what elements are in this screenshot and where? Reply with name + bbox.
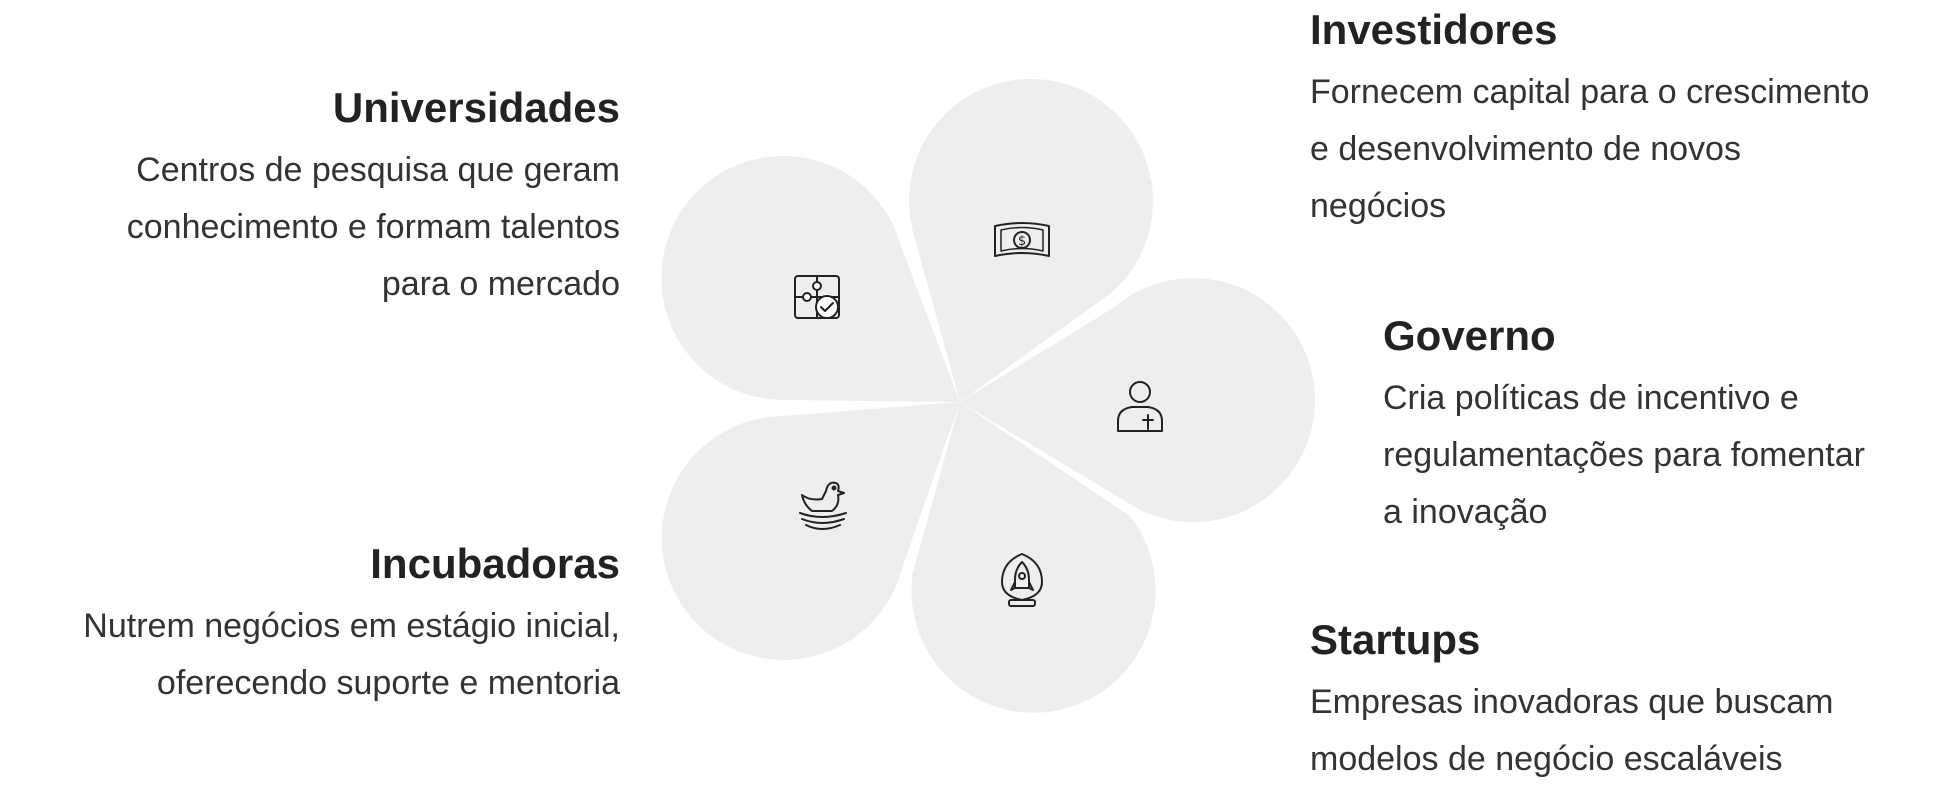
description-line: Centros de pesquisa que geram xyxy=(136,151,620,189)
nest-bird-icon xyxy=(799,481,847,530)
stakeholder-description: Nutrem negócios em estágio inicial, ofer… xyxy=(0,598,620,712)
description-line: regulamentações para fomentar xyxy=(1383,436,1865,474)
stakeholder-universidades: Universidades Centros de pesquisa que ge… xyxy=(0,84,620,313)
description-line: negócios xyxy=(1310,187,1447,225)
description-line: modelos de negócio escaláveis xyxy=(1310,740,1783,778)
puzzle-check-icon xyxy=(794,275,840,319)
stakeholder-title: Incubadoras xyxy=(370,540,620,587)
description-line: a inovação xyxy=(1383,493,1548,531)
stakeholder-startups: Startups Empresas inovadoras que buscam … xyxy=(1310,616,1950,788)
stakeholder-description: Fornecem capital para o crescimento e de… xyxy=(1310,64,1950,235)
svg-text:$: $ xyxy=(1018,234,1026,249)
stakeholder-title: Governo xyxy=(1383,312,1556,359)
description-line: Empresas inovadoras que buscam xyxy=(1310,683,1834,721)
stakeholder-description: Centros de pesquisa que geram conhecimen… xyxy=(0,142,620,313)
rocket-icon xyxy=(1001,553,1043,607)
petal-incubadoras xyxy=(661,402,960,660)
description-line: conhecimento e formam talentos xyxy=(126,208,620,246)
stakeholder-investidores: Investidores Fornecem capital para o cre… xyxy=(1310,6,1950,235)
petal-governo xyxy=(960,278,1316,523)
description-line: oferecendo suporte e mentoria xyxy=(156,664,620,702)
stakeholder-title: Universidades xyxy=(332,84,620,131)
stakeholder-description: Empresas inovadoras que buscam modelos d… xyxy=(1310,674,1950,788)
stakeholder-description: Cria políticas de incentivo e regulament… xyxy=(1383,370,1943,541)
official-person-icon xyxy=(1117,381,1163,432)
stakeholder-title: Investidores xyxy=(1310,6,1558,53)
stakeholder-incubadoras: Incubadoras Nutrem negócios em estágio i… xyxy=(0,540,620,712)
description-line: para o mercado xyxy=(381,265,620,303)
description-line: Cria políticas de incentivo e xyxy=(1383,379,1799,417)
description-line: Fornecem capital para o crescimento xyxy=(1310,73,1870,111)
banknote-icon: $ xyxy=(994,222,1050,257)
petal-startups xyxy=(911,402,1156,713)
petal-universidades xyxy=(661,156,960,402)
stakeholder-governo: Governo Cria políticas de incentivo e re… xyxy=(1383,312,1943,541)
description-line: Nutrem negócios em estágio inicial, xyxy=(83,607,620,645)
stakeholder-title: Startups xyxy=(1310,616,1481,663)
description-line: e desenvolvimento de novos xyxy=(1310,130,1741,168)
